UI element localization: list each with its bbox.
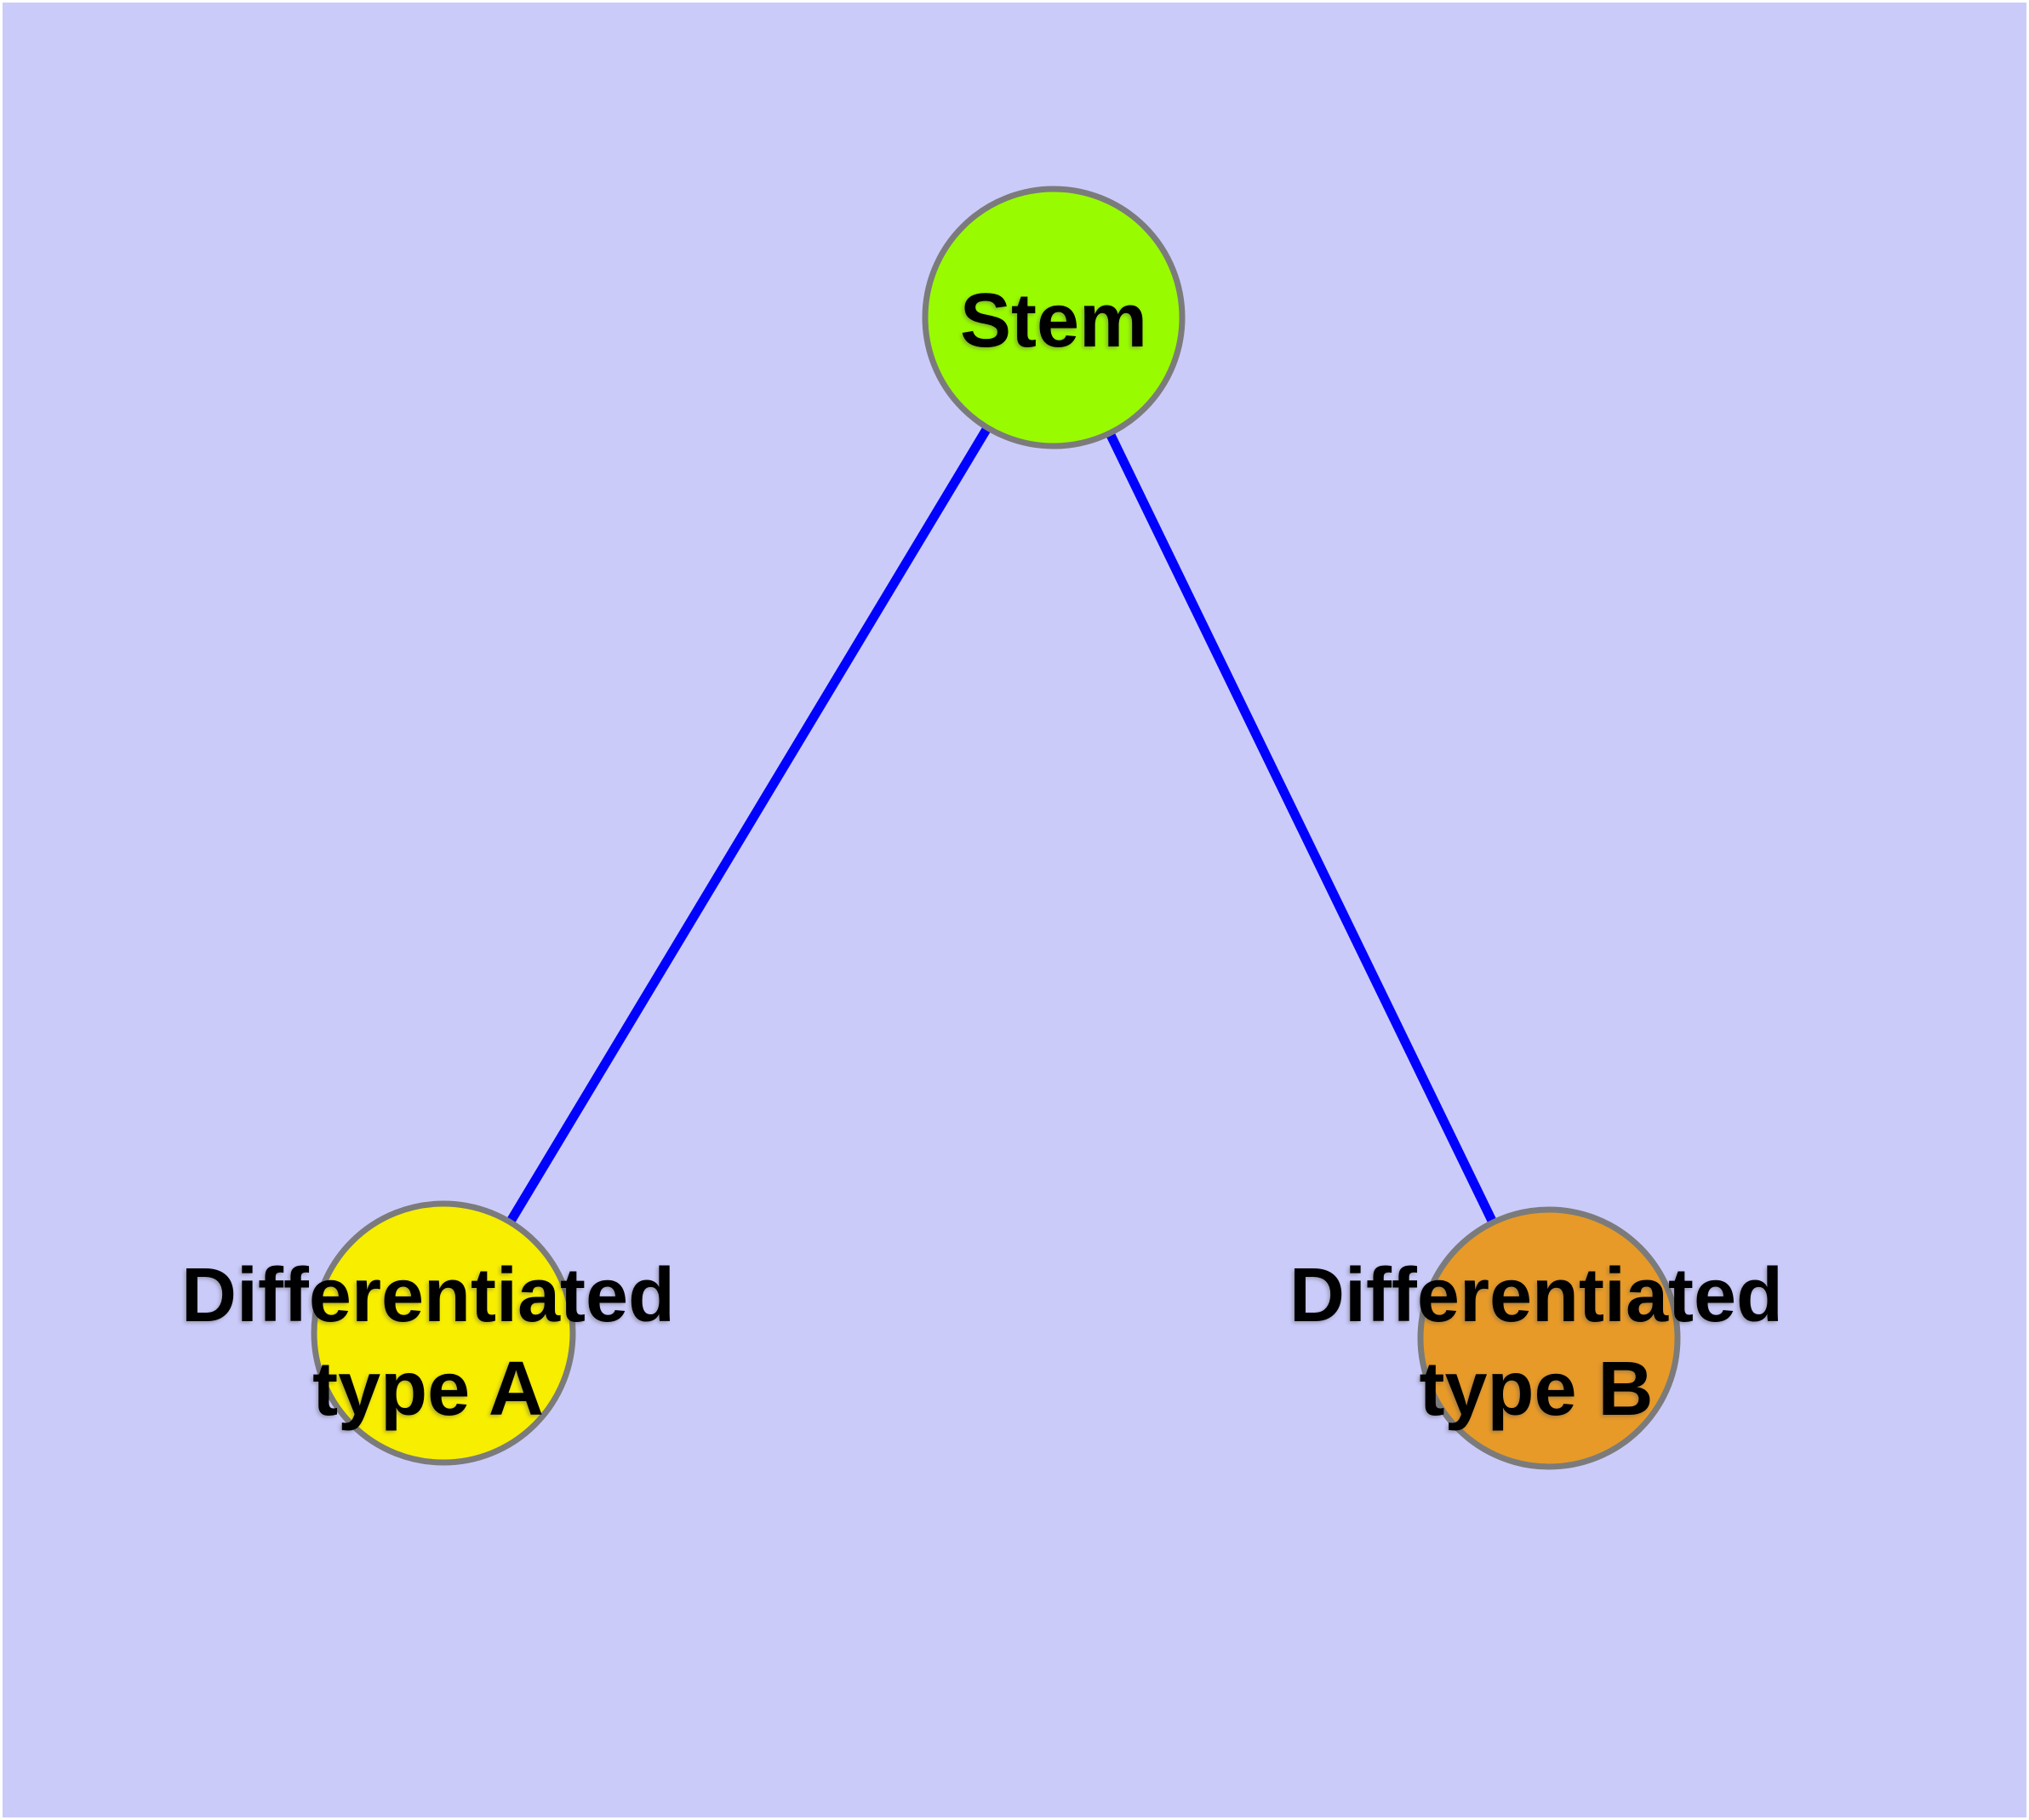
- node-stem-label: Stem: [960, 278, 1147, 363]
- nodes-layer: [311, 186, 1681, 1470]
- labels-layer: Stem Differentiated type A Differentiate…: [181, 278, 1783, 1432]
- node-type-b-label-line1: Differentiated: [1289, 1253, 1783, 1338]
- edge-stem-to-type-b[interactable]: [1049, 315, 1553, 1341]
- node-differentiated-type-a[interactable]: [311, 1200, 576, 1466]
- node-type-a-label-line1: Differentiated: [181, 1253, 675, 1338]
- node-type-a-label-line2: type A: [312, 1347, 544, 1432]
- node-stem[interactable]: [922, 186, 1186, 449]
- edge-stem-to-type-a[interactable]: [439, 315, 1058, 1336]
- node-differentiated-type-b[interactable]: [1417, 1206, 1681, 1470]
- edges-layer: [439, 315, 1553, 1341]
- node-type-b-label-line2: type B: [1419, 1347, 1653, 1432]
